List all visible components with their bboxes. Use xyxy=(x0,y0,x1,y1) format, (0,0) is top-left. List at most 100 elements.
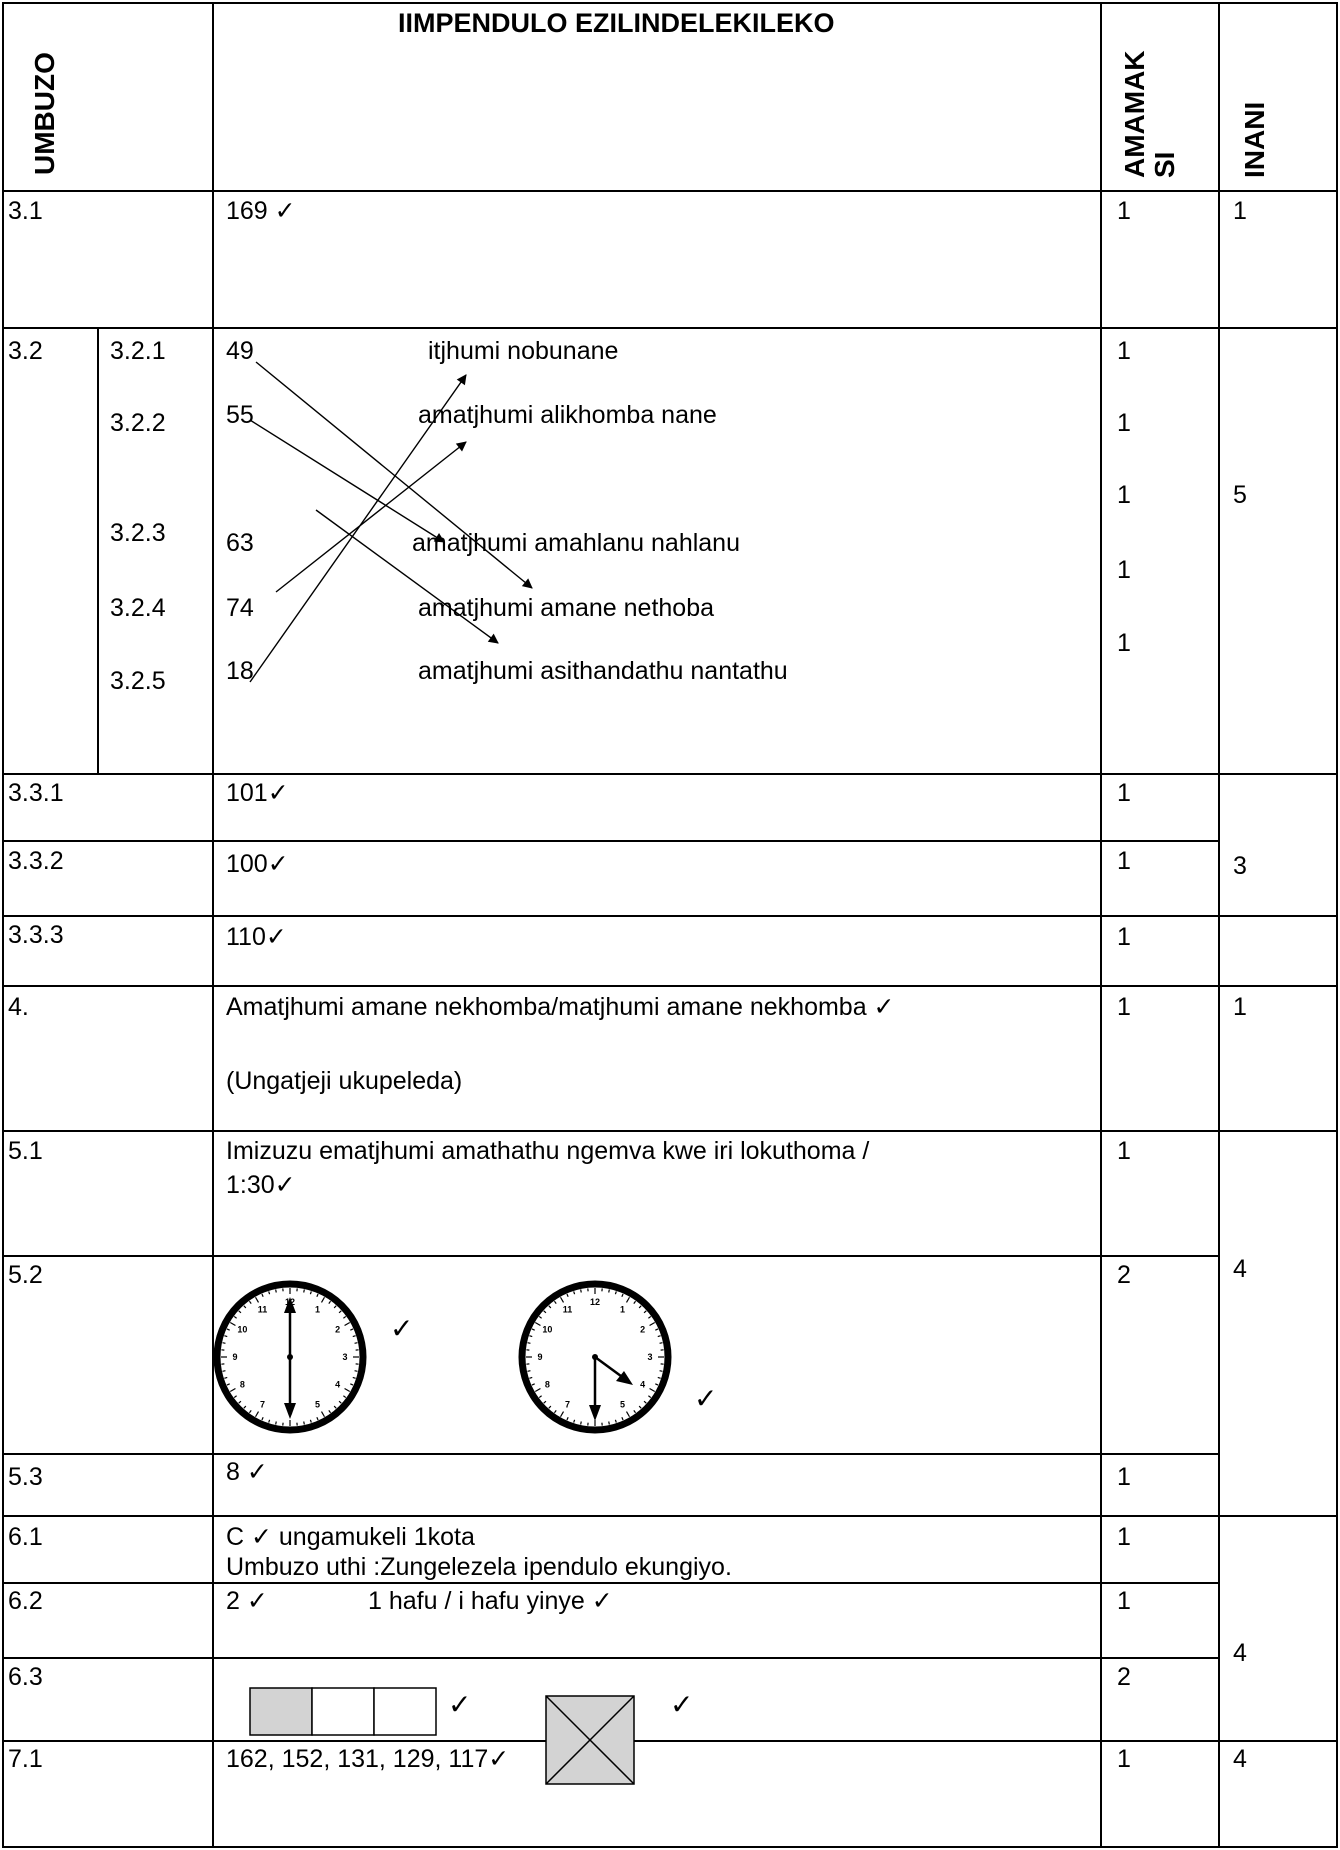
clock-numeral: 7 xyxy=(565,1400,570,1410)
clock-tick xyxy=(248,1410,252,1414)
clock-tick xyxy=(316,1417,319,1421)
mark: 1 xyxy=(1117,993,1131,1021)
mark: 1 xyxy=(1117,1137,1131,1165)
mark: 1 xyxy=(1117,847,1131,875)
mark: 1 xyxy=(1117,197,1131,225)
clock-tick xyxy=(254,1296,260,1303)
clock-tick xyxy=(309,1291,312,1295)
clock-tick xyxy=(543,1310,547,1314)
clock-tick xyxy=(222,1370,226,1372)
answer: 1:30✓ xyxy=(226,1171,296,1199)
question-number: 3.3.3 xyxy=(8,921,64,949)
mark: 1 xyxy=(1117,481,1131,509)
clock-tick xyxy=(553,1300,557,1304)
tick: ✓ xyxy=(448,1689,472,1720)
row-border xyxy=(2,1740,1338,1742)
clock-tick xyxy=(538,1395,542,1399)
clock-tick xyxy=(529,1335,533,1338)
clock-numeral: 1 xyxy=(315,1304,320,1314)
arrow-55-to-55 xyxy=(249,419,445,543)
mark: 1 xyxy=(1117,337,1131,365)
clock-tick xyxy=(344,1321,351,1327)
arrow-49-to-49 xyxy=(255,361,533,589)
clock-tick xyxy=(534,1321,541,1327)
clock-tick xyxy=(243,1305,247,1309)
clock-tick xyxy=(655,1328,659,1331)
clock-tick xyxy=(625,1296,631,1303)
question-number: 7.1 xyxy=(8,1745,43,1773)
question-number: 6.1 xyxy=(8,1523,43,1551)
clock-tick xyxy=(352,1335,356,1338)
question-number: 6.2 xyxy=(8,1587,43,1615)
clock-tick xyxy=(625,1411,631,1418)
match-number: 18 xyxy=(226,657,254,685)
clock-tick xyxy=(655,1383,659,1386)
clock-tick xyxy=(648,1315,652,1319)
match-word: amatjhumi alikhomba nane xyxy=(418,401,717,429)
col-divider-marks xyxy=(1100,2,1102,1848)
clock-numeral: 3 xyxy=(342,1352,347,1362)
row-border xyxy=(2,1453,1218,1455)
row-border xyxy=(2,840,1218,842)
square-divided-in-quarters xyxy=(545,1695,635,1785)
tick: ✓ xyxy=(694,1383,718,1414)
clock-tick xyxy=(222,1342,226,1344)
clock-face-half-past-twelve: 121234567891011 xyxy=(213,1280,367,1434)
clock-tick xyxy=(233,1315,237,1319)
match-word: itjhumi nobunane xyxy=(428,337,619,365)
clock-numeral: 2 xyxy=(640,1325,645,1335)
sub-question-number: 3.2.1 xyxy=(110,337,166,365)
clock-tick xyxy=(648,1395,652,1399)
answer: 8 ✓ xyxy=(226,1458,268,1486)
sub-question-number: 3.2.2 xyxy=(110,409,166,437)
clock-tick xyxy=(643,1400,647,1404)
clock-tick xyxy=(580,1421,582,1425)
clock-tick xyxy=(643,1310,647,1314)
clock-hand-hour-head xyxy=(284,1297,296,1313)
clock-tick xyxy=(268,1291,271,1295)
clock-tick xyxy=(333,1305,337,1309)
clock-tick xyxy=(573,1419,576,1423)
mark: 2 xyxy=(1117,1663,1131,1691)
clock-tick xyxy=(638,1405,642,1409)
clock-tick xyxy=(254,1411,260,1418)
clock-tick xyxy=(350,1328,354,1331)
clock-tick xyxy=(553,1410,557,1414)
row-border xyxy=(2,985,1338,987)
clock-numeral: 3 xyxy=(647,1352,652,1362)
answer: Amatjhumi amane nekhomba/matjhumi amane … xyxy=(226,993,895,1021)
clock-tick xyxy=(354,1342,358,1344)
clock-tick xyxy=(527,1370,531,1372)
row-border xyxy=(2,1515,1338,1517)
clock-tick xyxy=(649,1321,656,1327)
answer: 169 ✓ xyxy=(226,197,296,225)
clock-tick xyxy=(649,1387,656,1393)
clock-tick xyxy=(309,1419,312,1423)
clock-numeral: 9 xyxy=(232,1352,237,1362)
col-divider-total xyxy=(1218,2,1220,1848)
header-bottom-border xyxy=(2,190,1338,192)
match-number: 55 xyxy=(226,401,254,429)
clock-tick xyxy=(657,1376,661,1379)
clock-hand-minute-head xyxy=(284,1403,296,1419)
clock-tick xyxy=(527,1342,531,1344)
table-left-border xyxy=(2,2,4,1848)
sub-question-number: 3.2.5 xyxy=(110,667,166,695)
clock-tick xyxy=(338,1310,342,1314)
mark: 1 xyxy=(1117,1587,1131,1615)
clock-tick xyxy=(614,1291,617,1295)
clock-face-half-past-four: 121234567891011 xyxy=(518,1280,672,1434)
clock-numeral: 10 xyxy=(237,1325,247,1335)
clock-tick xyxy=(633,1410,637,1414)
clock-tick xyxy=(354,1370,358,1372)
arrow-74-to-86 xyxy=(275,441,467,593)
clock-tick xyxy=(224,1335,228,1338)
clock-tick xyxy=(659,1370,663,1372)
clock-numeral: 11 xyxy=(563,1304,573,1314)
clock-numeral: 8 xyxy=(240,1380,245,1390)
row-border xyxy=(2,1582,1218,1584)
clock-tick xyxy=(614,1419,617,1423)
question-number: 5.2 xyxy=(8,1261,43,1289)
clock-hand-hour xyxy=(594,1355,626,1381)
question-number: 3.1 xyxy=(8,197,43,225)
